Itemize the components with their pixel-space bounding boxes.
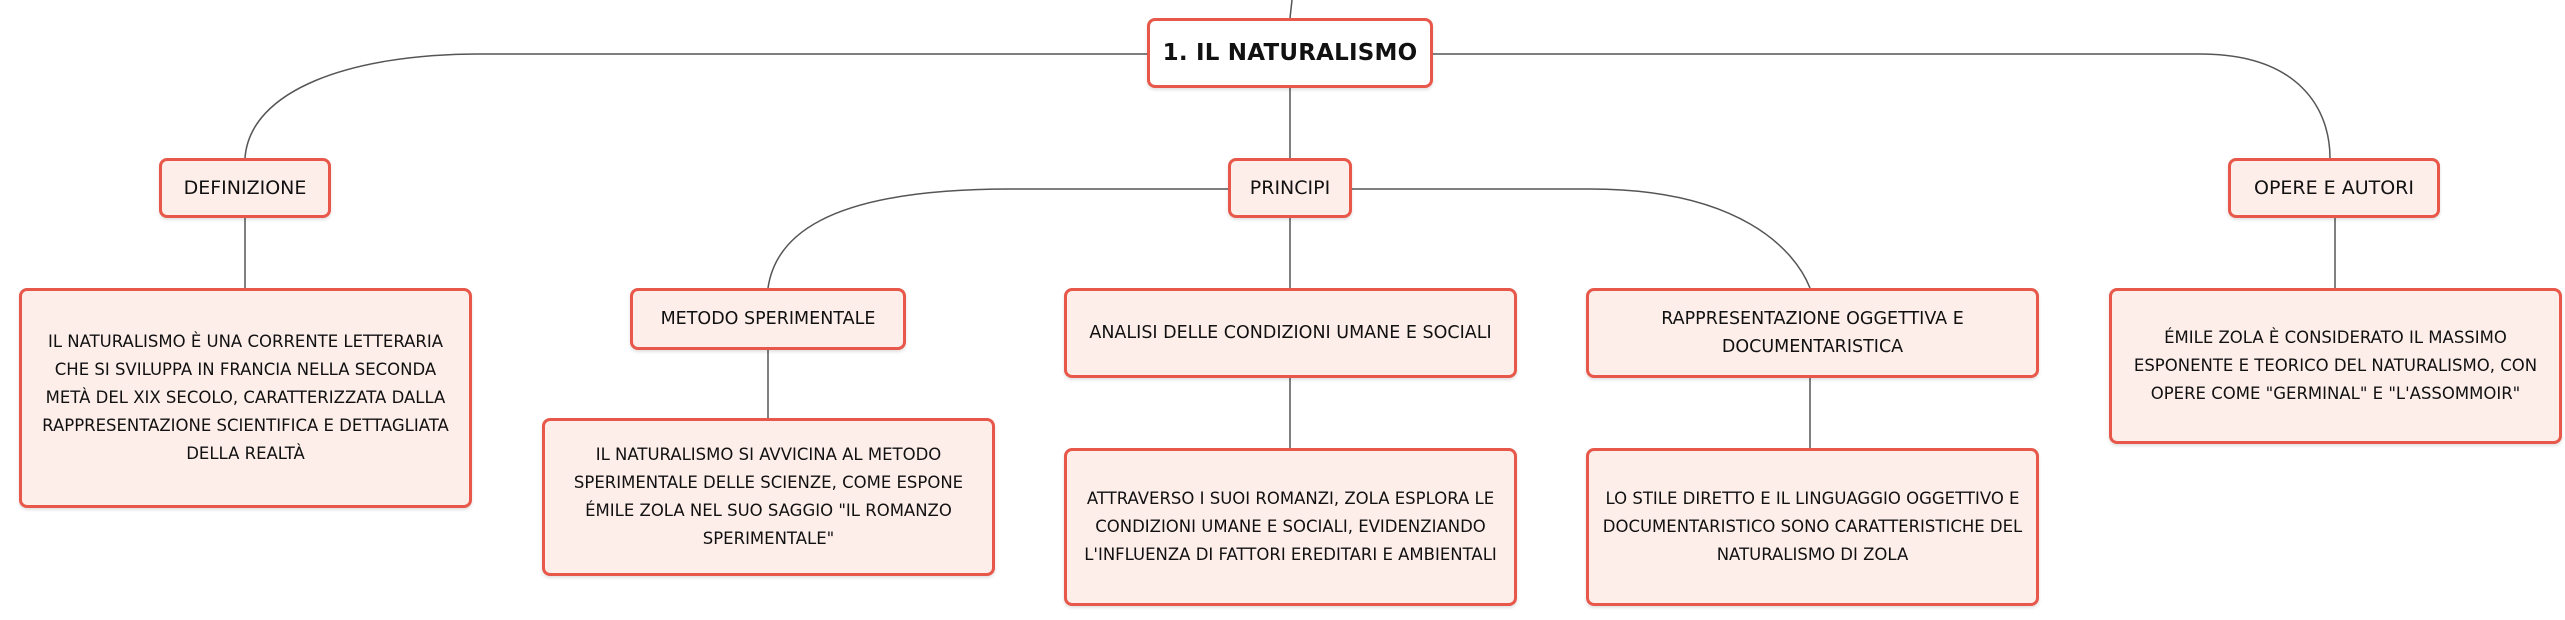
connector-root-opere	[1430, 53, 2331, 159]
topic-opere-e-autori[interactable]: OPERE E AUTORI	[2228, 158, 2440, 218]
opere-detail-text: ÉMILE ZOLA È CONSIDERATO IL MASSIMO ESPO…	[2133, 328, 2538, 403]
subtopic-analisi-label: ANALISI DELLE CONDIZIONI UMANE E SOCIALI	[1089, 323, 1492, 343]
metodo-detail-node[interactable]: IL NATURALISMO SI AVVICINA AL METODO SPE…	[542, 418, 995, 576]
connector-principi-metodo	[767, 188, 1228, 289]
topic-definizione-label: DEFINIZIONE	[183, 177, 307, 199]
topic-principi[interactable]: PRINCIPI	[1228, 158, 1352, 218]
connector-root-above	[1289, 0, 1293, 19]
topic-principi-label: PRINCIPI	[1249, 177, 1331, 199]
analisi-detail-text: ATTRAVERSO I SUOI ROMANZI, ZOLA ESPLORA …	[1084, 489, 1497, 564]
metodo-detail-text: IL NATURALISMO SI AVVICINA AL METODO SPE…	[573, 445, 964, 548]
subtopic-rappresentazione-oggettiva[interactable]: RAPPRESENTAZIONE OGGETTIVA E DOCUMENTARI…	[1586, 288, 2039, 378]
definizione-detail-text: IL NATURALISMO È UNA CORRENTE LETTERARIA…	[42, 332, 449, 463]
root-topic-label: 1. IL NATURALISMO	[1162, 40, 1418, 66]
subtopic-analisi-condizioni[interactable]: ANALISI DELLE CONDIZIONI UMANE E SOCIALI	[1064, 288, 1517, 378]
analisi-detail-node[interactable]: ATTRAVERSO I SUOI ROMANZI, ZOLA ESPLORA …	[1064, 448, 1517, 606]
root-topic-node[interactable]: 1. IL NATURALISMO	[1147, 18, 1433, 88]
connector-principi-rappresentazione	[1352, 188, 1811, 289]
rappresentazione-detail-node[interactable]: LO STILE DIRETTO E IL LINGUAGGIO OGGETTI…	[1586, 448, 2039, 606]
topic-opere-label: OPERE E AUTORI	[2254, 177, 2414, 199]
subtopic-metodo-label: METODO SPERIMENTALE	[660, 309, 876, 329]
topic-definizione[interactable]: DEFINIZIONE	[159, 158, 331, 218]
connector-root-definizione	[244, 53, 1150, 159]
rappresentazione-detail-text: LO STILE DIRETTO E IL LINGUAGGIO OGGETTI…	[1602, 489, 2023, 564]
definizione-detail-node[interactable]: IL NATURALISMO È UNA CORRENTE LETTERARIA…	[19, 288, 472, 508]
opere-detail-node[interactable]: ÉMILE ZOLA È CONSIDERATO IL MASSIMO ESPO…	[2109, 288, 2562, 444]
subtopic-rappresentazione-label: RAPPRESENTAZIONE OGGETTIVA E DOCUMENTARI…	[1661, 309, 1964, 357]
subtopic-metodo-sperimentale[interactable]: METODO SPERIMENTALE	[630, 288, 906, 350]
